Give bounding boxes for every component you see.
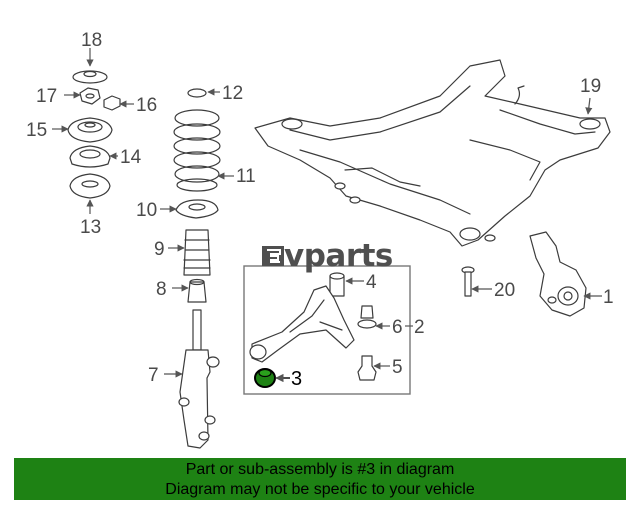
crossmember-subframe bbox=[254, 59, 611, 247]
callout-11: 11 bbox=[236, 166, 256, 187]
strut-mount-stack bbox=[67, 70, 121, 199]
banner-line-1: Part or sub-assembly is #3 in diagram bbox=[185, 461, 455, 478]
callout-12: 12 bbox=[222, 83, 243, 104]
control-arm-box bbox=[243, 265, 411, 395]
callout-4: 4 bbox=[366, 272, 377, 293]
spring-seat-and-boot bbox=[175, 199, 219, 303]
parts-diagram: vparts 18 17 16 15 14 13 12 11 10 9 8 bbox=[26, 30, 614, 449]
callout-15: 15 bbox=[26, 120, 47, 141]
callout-16: 16 bbox=[136, 95, 157, 116]
callout-9: 9 bbox=[154, 239, 165, 260]
callout-6: 6 bbox=[392, 317, 403, 338]
callout-labels: 18 17 16 15 14 13 12 11 10 9 8 7 4 6 2 5… bbox=[26, 30, 614, 390]
ev-logo-icon bbox=[262, 246, 284, 266]
callout-5: 5 bbox=[392, 357, 403, 378]
callout-8: 8 bbox=[156, 279, 167, 300]
info-banner: Part or sub-assembly is #3 in diagram Di… bbox=[14, 458, 626, 500]
callout-19: 19 bbox=[580, 76, 601, 97]
callout-18: 18 bbox=[81, 30, 102, 51]
callout-10: 10 bbox=[136, 200, 157, 221]
callout-2: 2 bbox=[414, 317, 425, 338]
coil-spring bbox=[173, 88, 221, 192]
watermark-text: vparts bbox=[284, 238, 393, 274]
callout-1: 1 bbox=[603, 287, 614, 308]
bolt bbox=[461, 266, 475, 297]
callout-3: 3 bbox=[291, 368, 302, 390]
callout-17: 17 bbox=[36, 86, 57, 107]
callout-20: 20 bbox=[494, 280, 515, 301]
watermark: vparts bbox=[262, 238, 393, 274]
steering-knuckle bbox=[529, 231, 587, 317]
callout-7: 7 bbox=[148, 365, 159, 386]
banner-line-2: Diagram may not be specific to your vehi… bbox=[165, 481, 475, 498]
strut-assembly bbox=[178, 309, 220, 449]
leader-lines bbox=[52, 48, 602, 383]
callout-13: 13 bbox=[80, 217, 101, 238]
callout-14: 14 bbox=[120, 147, 142, 168]
highlighted-bushing-3 bbox=[254, 368, 276, 388]
